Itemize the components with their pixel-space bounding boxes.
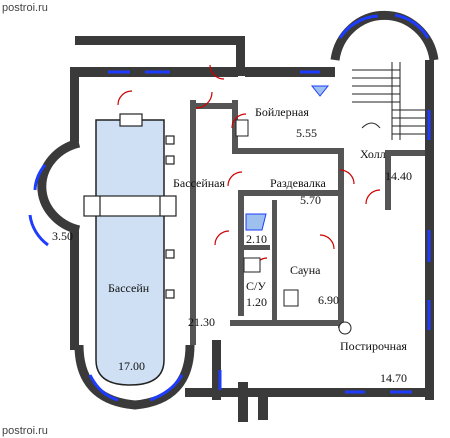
room-label-pool-hall: Бассейная	[173, 176, 226, 190]
bay-wall	[37, 138, 81, 235]
area-sauna: 6.90	[318, 293, 339, 307]
room-label-changing: Раздевалка	[270, 176, 327, 190]
stair-tower-wall	[330, 10, 439, 61]
bay-window-bottom	[28, 214, 49, 247]
washing-machine	[338, 321, 352, 335]
area-pool-hall: 21.30	[188, 315, 215, 329]
pool-ladder	[119, 113, 143, 127]
windows	[108, 70, 431, 394]
boiler-unit	[235, 119, 249, 137]
area-bay: 3.50	[52, 229, 73, 243]
pool-bridge	[83, 195, 177, 217]
area-changing: 5.70	[300, 193, 321, 207]
area-shower: 2.10	[246, 232, 267, 246]
watermark-bottom: postroi.ru	[2, 425, 48, 437]
columns	[165, 135, 175, 299]
bay-window-top	[33, 164, 47, 191]
room-label-boiler: Бойлерная	[255, 105, 309, 119]
room-label-laundry: Постирочная	[340, 339, 407, 353]
area-hall: 14.40	[385, 169, 412, 183]
tower-window-right	[394, 13, 430, 39]
area-pool: 17.00	[118, 359, 145, 373]
room-label-wc: С/У	[246, 279, 266, 293]
interior-walls	[190, 100, 425, 345]
sauna-stove	[283, 289, 299, 307]
pool-basin	[95, 119, 165, 386]
area-boiler: 5.55	[296, 126, 317, 140]
shower-tray	[245, 213, 267, 231]
staircase	[352, 62, 425, 140]
boiler-icon	[310, 85, 330, 97]
watermark-top: postroi.ru	[2, 2, 48, 14]
pool-bay-window-2	[149, 374, 184, 402]
area-wc: 1.20	[246, 295, 267, 309]
room-label-sauna: Сауна	[290, 263, 321, 277]
room-label-pool: Бассейн	[108, 281, 150, 295]
pool-bay-wall	[74, 344, 195, 410]
toilet	[243, 257, 261, 273]
area-laundry: 14.70	[380, 371, 407, 385]
tower-window-left	[338, 14, 379, 39]
pool-bay-window-1	[88, 374, 119, 402]
room-label-hall: Холл	[360, 147, 386, 161]
